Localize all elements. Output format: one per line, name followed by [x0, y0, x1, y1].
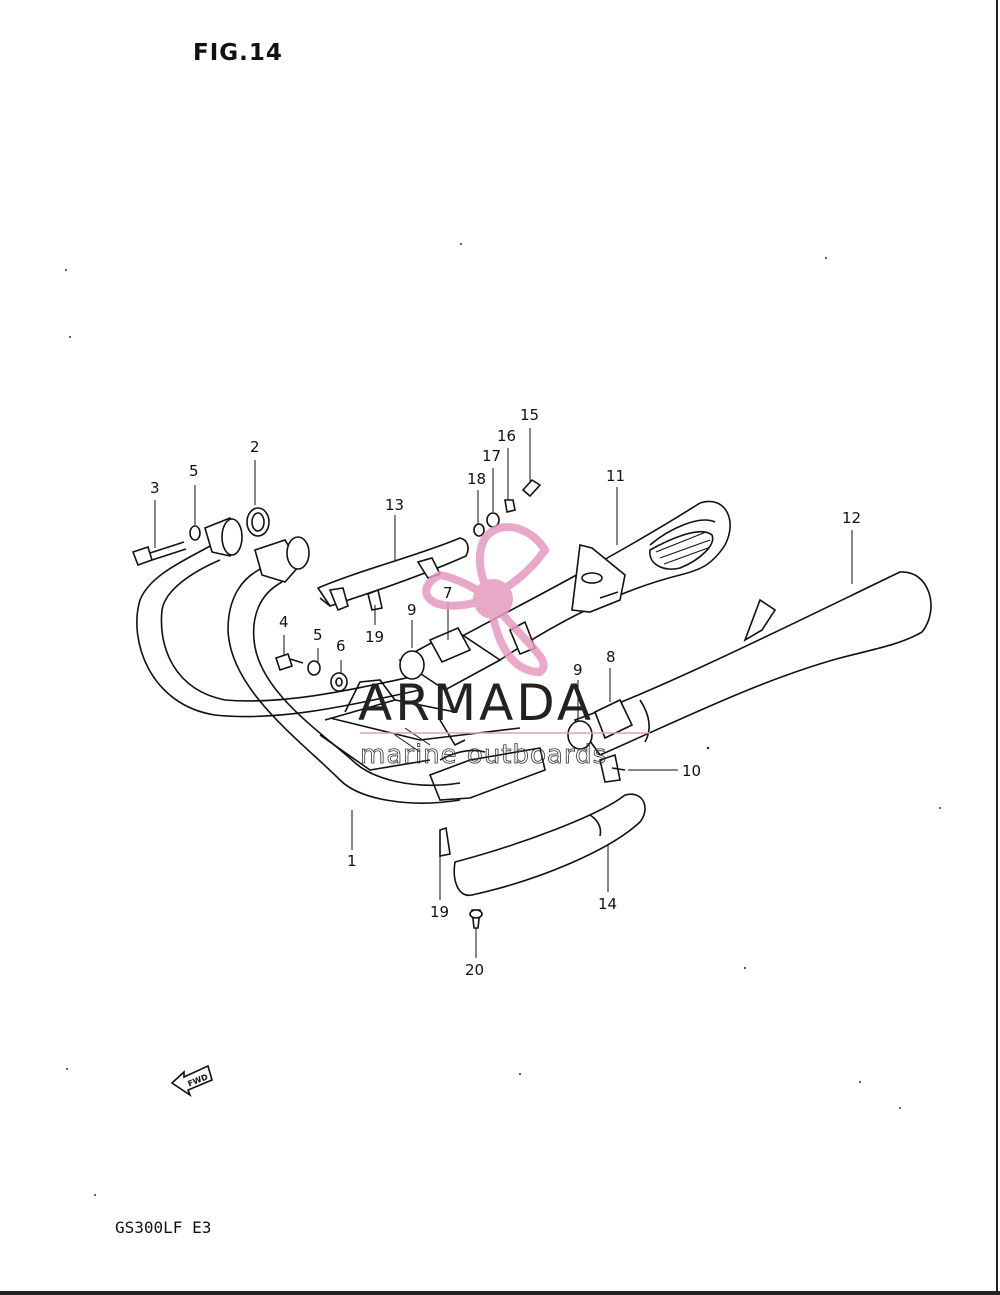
callout-19-upper: 19: [365, 628, 384, 646]
callout-19-lower: 19: [430, 903, 449, 921]
callout-11: 11: [606, 467, 625, 485]
watermark-brand: ARMADA: [358, 674, 594, 732]
callout-18: 18: [467, 470, 486, 488]
callout-8: 8: [606, 648, 616, 666]
muffler-lower: [567, 571, 932, 783]
callout-4: 4: [279, 613, 289, 631]
callout-3: 3: [150, 479, 160, 497]
exhaust-pipe-assembly: [136, 544, 546, 804]
callout-13: 13: [385, 496, 404, 514]
page-border-bottom: [0, 1291, 1000, 1295]
callout-17: 17: [482, 447, 501, 465]
callout-12: 12: [842, 509, 861, 527]
callout-14: 14: [598, 895, 617, 913]
heat-protector: [439, 793, 646, 929]
callout-6: 6: [336, 637, 346, 655]
callout-7: 7: [443, 584, 453, 602]
callout-15: 15: [520, 406, 539, 424]
heat-shield: [316, 537, 469, 612]
callout-9-upper: 9: [407, 601, 417, 619]
front-pipe-flanges: [131, 507, 348, 692]
callout-5-lower: 5: [313, 626, 323, 644]
callout-2: 2: [250, 438, 260, 456]
watermark-subtitle: marine outboards: [360, 740, 607, 770]
leader-lines: [154, 428, 853, 958]
scan-specks: [65, 243, 941, 1196]
page-border-right: [996, 0, 998, 1295]
armada-watermark: ARMADA marine outboards: [358, 523, 650, 770]
callout-20: 20: [465, 961, 484, 979]
callout-5-upper: 5: [189, 462, 199, 480]
muffler-upper: [398, 500, 731, 691]
figure-title: FIG.14: [193, 40, 283, 66]
model-code: GS300LF E3: [115, 1218, 212, 1237]
fwd-arrow-icon: FWD: [170, 1064, 213, 1098]
callout-10: 10: [682, 762, 701, 780]
callout-16: 16: [497, 427, 516, 445]
callout-1: 1: [347, 852, 357, 870]
callout-9-lower: 9: [573, 661, 583, 679]
propeller-logo: [422, 523, 550, 677]
callout-labels: 3 5 2 4 5 6 13 19 7 9 15 16 17 18 11 12 …: [150, 406, 861, 979]
